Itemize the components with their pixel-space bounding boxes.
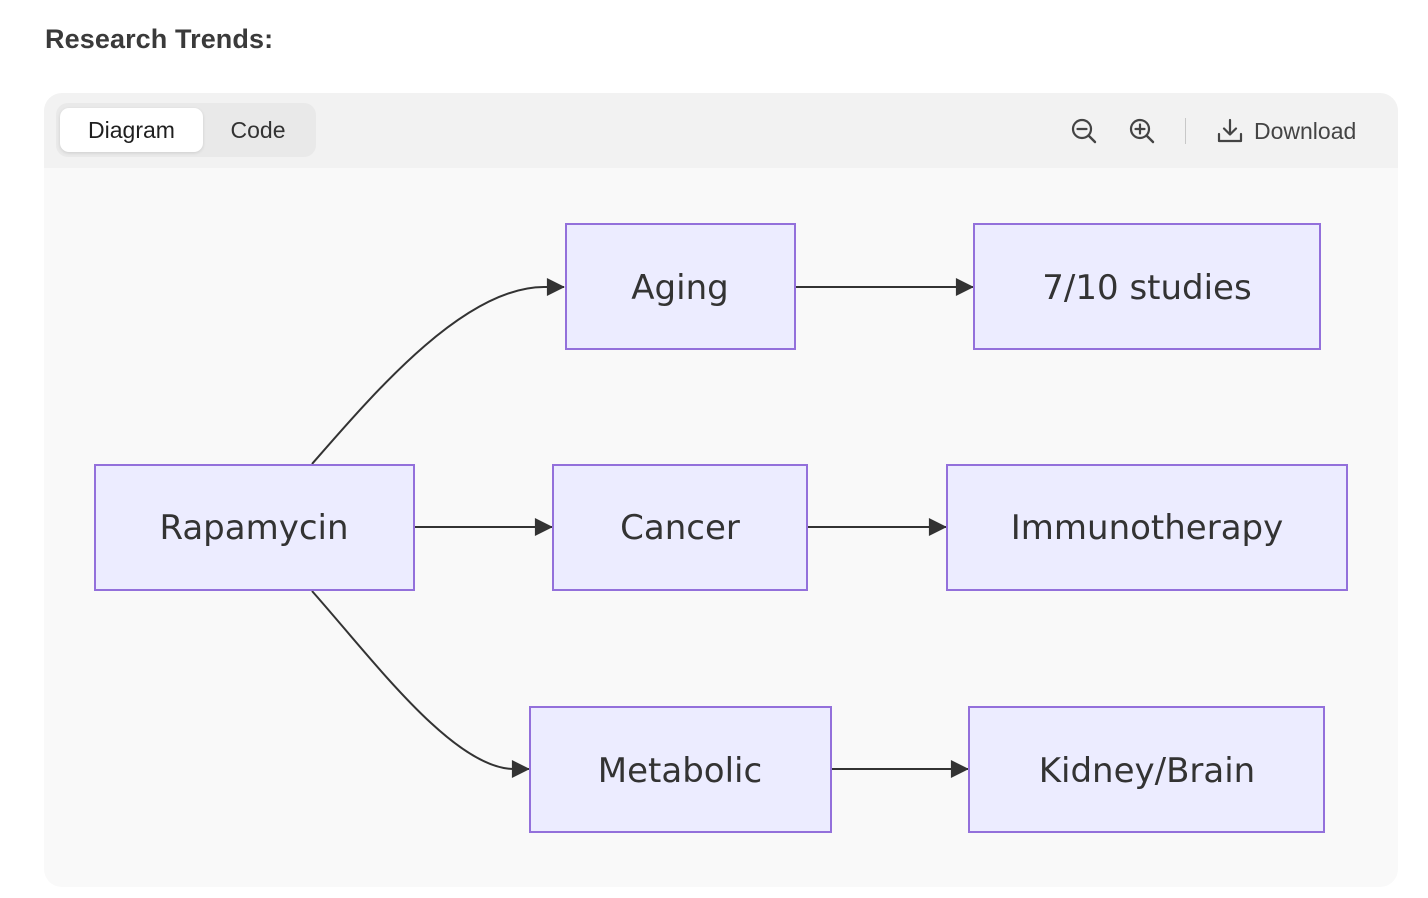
node-cancer[interactable]: Cancer <box>552 464 808 591</box>
edge-rapamycin-metabolic <box>311 590 530 778</box>
node-metabolic-label: Metabolic <box>598 751 762 791</box>
node-studies[interactable]: 7/10 studies <box>973 223 1321 350</box>
node-rapamycin-label: Rapamycin <box>159 508 348 548</box>
node-immunotherapy[interactable]: Immunotherapy <box>946 464 1348 591</box>
diagram-panel: Diagram Code Download <box>44 93 1398 887</box>
toolbar-divider <box>1185 118 1186 144</box>
zoom-out-icon[interactable] <box>1069 116 1099 146</box>
node-kidney-brain-label: Kidney/Brain <box>1039 751 1256 791</box>
node-aging[interactable]: Aging <box>565 223 796 350</box>
section-heading: Research Trends: <box>45 24 274 54</box>
edge-rapamycin-aging <box>311 278 565 465</box>
download-label: Download <box>1254 117 1357 144</box>
flowchart-diagram: Rapamycin Aging Cancer Metabolic 7/10 st… <box>94 223 1348 833</box>
zoom-in-icon[interactable] <box>1127 116 1157 146</box>
node-metabolic[interactable]: Metabolic <box>529 706 832 833</box>
download-button[interactable]: Download <box>1216 113 1356 149</box>
tab-diagram[interactable]: Diagram <box>60 108 203 152</box>
download-icon <box>1217 118 1243 143</box>
node-studies-label: 7/10 studies <box>1042 268 1251 308</box>
node-cancer-label: Cancer <box>620 508 740 548</box>
node-immunotherapy-label: Immunotherapy <box>1011 508 1283 548</box>
view-tabs: Diagram Code <box>56 103 316 157</box>
node-aging-label: Aging <box>631 268 728 308</box>
diagram-toolbar: Diagram Code Download <box>44 93 1398 168</box>
node-rapamycin[interactable]: Rapamycin <box>94 464 415 591</box>
tab-code[interactable]: Code <box>230 117 286 143</box>
node-kidney-brain[interactable]: Kidney/Brain <box>968 706 1325 833</box>
